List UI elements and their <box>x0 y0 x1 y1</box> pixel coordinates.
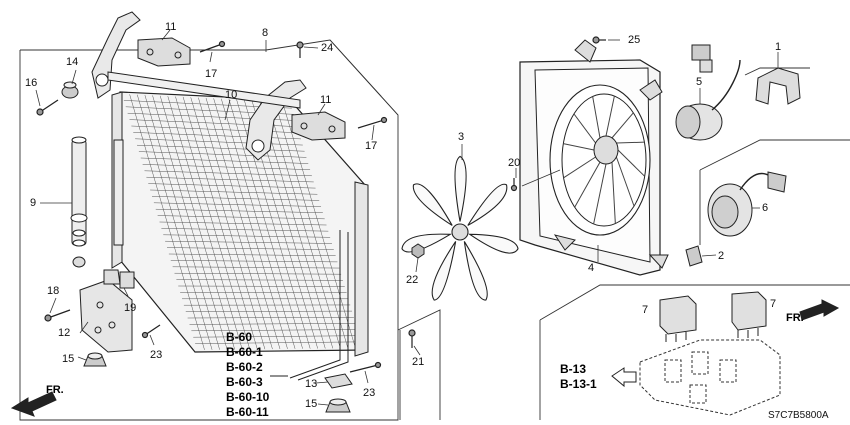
shroud-spokes <box>563 95 646 225</box>
mount-cushion-11b <box>291 111 346 141</box>
callout-10: 10 <box>225 89 238 101</box>
callout-25: 25 <box>628 34 641 46</box>
callout-8: 8 <box>262 27 269 39</box>
callout-15a: 15 <box>62 353 75 365</box>
callout-17b: 17 <box>365 140 378 152</box>
callout-14: 14 <box>66 56 79 68</box>
callout-15b: 15 <box>305 398 318 410</box>
callout-2: 2 <box>718 250 725 262</box>
bracket-19 <box>103 269 135 289</box>
leader-lines-left <box>35 29 421 406</box>
relay-references: B-13 B-13-1 <box>560 362 597 392</box>
callout-11b: 11 <box>320 94 332 106</box>
callout-13: 13 <box>305 378 318 390</box>
mount-cushion-11a <box>137 37 191 67</box>
callout-19: 19 <box>124 302 137 314</box>
upper-bracket-left <box>91 11 141 99</box>
ref-b-60[interactable]: B-60 <box>226 330 253 344</box>
ref-b-60-2[interactable]: B-60-2 <box>226 360 263 374</box>
catalog-code: S7C7B5800A <box>768 410 829 421</box>
bracket-12 <box>79 279 133 353</box>
callout-1: 1 <box>775 41 782 53</box>
cushion-15b <box>325 398 351 413</box>
ref-arrow-right <box>611 367 637 388</box>
callout-24: 24 <box>321 42 334 54</box>
cushion-15a <box>83 352 107 367</box>
front-arrow-left <box>10 391 57 417</box>
callout-22: 22 <box>406 274 419 286</box>
fan-blade-vane <box>467 183 508 226</box>
callout-12: 12 <box>58 327 71 339</box>
fan-blade-vane <box>431 241 457 301</box>
callout-7b: 7 <box>770 298 777 310</box>
fan-blade <box>401 155 519 301</box>
upper-member <box>107 71 301 109</box>
condenser-references: B-60 B-60-1 B-60-2 B-60-3 B-60-10 B-60-1… <box>226 330 269 420</box>
fan-motor-5 <box>675 44 741 141</box>
callout-6: 6 <box>762 202 769 214</box>
ref-b-13-1[interactable]: B-13-1 <box>560 377 597 391</box>
callout-18: 18 <box>47 285 60 297</box>
ref-b-60-11[interactable]: B-60-11 <box>226 405 269 419</box>
callout-23a: 23 <box>150 349 163 361</box>
callout-4: 4 <box>588 262 595 274</box>
fan-shroud <box>519 39 669 276</box>
fan-blade-vane <box>401 233 453 253</box>
washer-22 <box>411 243 425 259</box>
callout-17a: 17 <box>205 68 218 80</box>
bracket-1 <box>755 67 801 105</box>
divider-lines <box>397 67 850 420</box>
receiver-dryer <box>70 136 88 268</box>
callout-9: 9 <box>30 197 37 209</box>
fan-blade-vane <box>454 155 467 222</box>
ref-b-60-10[interactable]: B-60-10 <box>226 390 270 404</box>
fan-motor-6 <box>707 171 787 237</box>
fan-hub <box>451 223 469 241</box>
condenser-fins <box>123 94 362 350</box>
ref-b-60-3[interactable]: B-60-3 <box>226 375 263 389</box>
clip-2 <box>685 245 703 267</box>
bracket-13 <box>324 373 353 389</box>
callout-7a: 7 <box>642 304 649 316</box>
upper-bracket-right <box>245 79 307 161</box>
callout-3: 3 <box>458 131 465 143</box>
fan-blade-vane <box>463 241 488 301</box>
condenser-core <box>111 91 369 357</box>
fan-blade-vane <box>412 183 453 226</box>
callout-5: 5 <box>696 76 703 88</box>
front-label-left: FR. <box>46 384 64 396</box>
front-label-right: FR. <box>786 312 804 324</box>
fan-blade-vane <box>467 233 519 254</box>
callout-20: 20 <box>508 157 521 169</box>
callout-16: 16 <box>25 77 38 89</box>
relay-box <box>639 339 781 416</box>
pipe-lines <box>289 230 349 381</box>
ref-b-13[interactable]: B-13 <box>560 362 587 376</box>
relay-7b <box>731 291 767 338</box>
bolts <box>36 36 606 373</box>
relay-7a <box>659 295 697 342</box>
ref-b-60-1[interactable]: B-60-1 <box>226 345 263 359</box>
callout-23b: 23 <box>363 387 376 399</box>
callout-11a: 11 <box>165 21 177 33</box>
callout-21: 21 <box>412 356 425 368</box>
front-arrow-right <box>799 299 840 321</box>
cushion-14 <box>61 81 79 99</box>
